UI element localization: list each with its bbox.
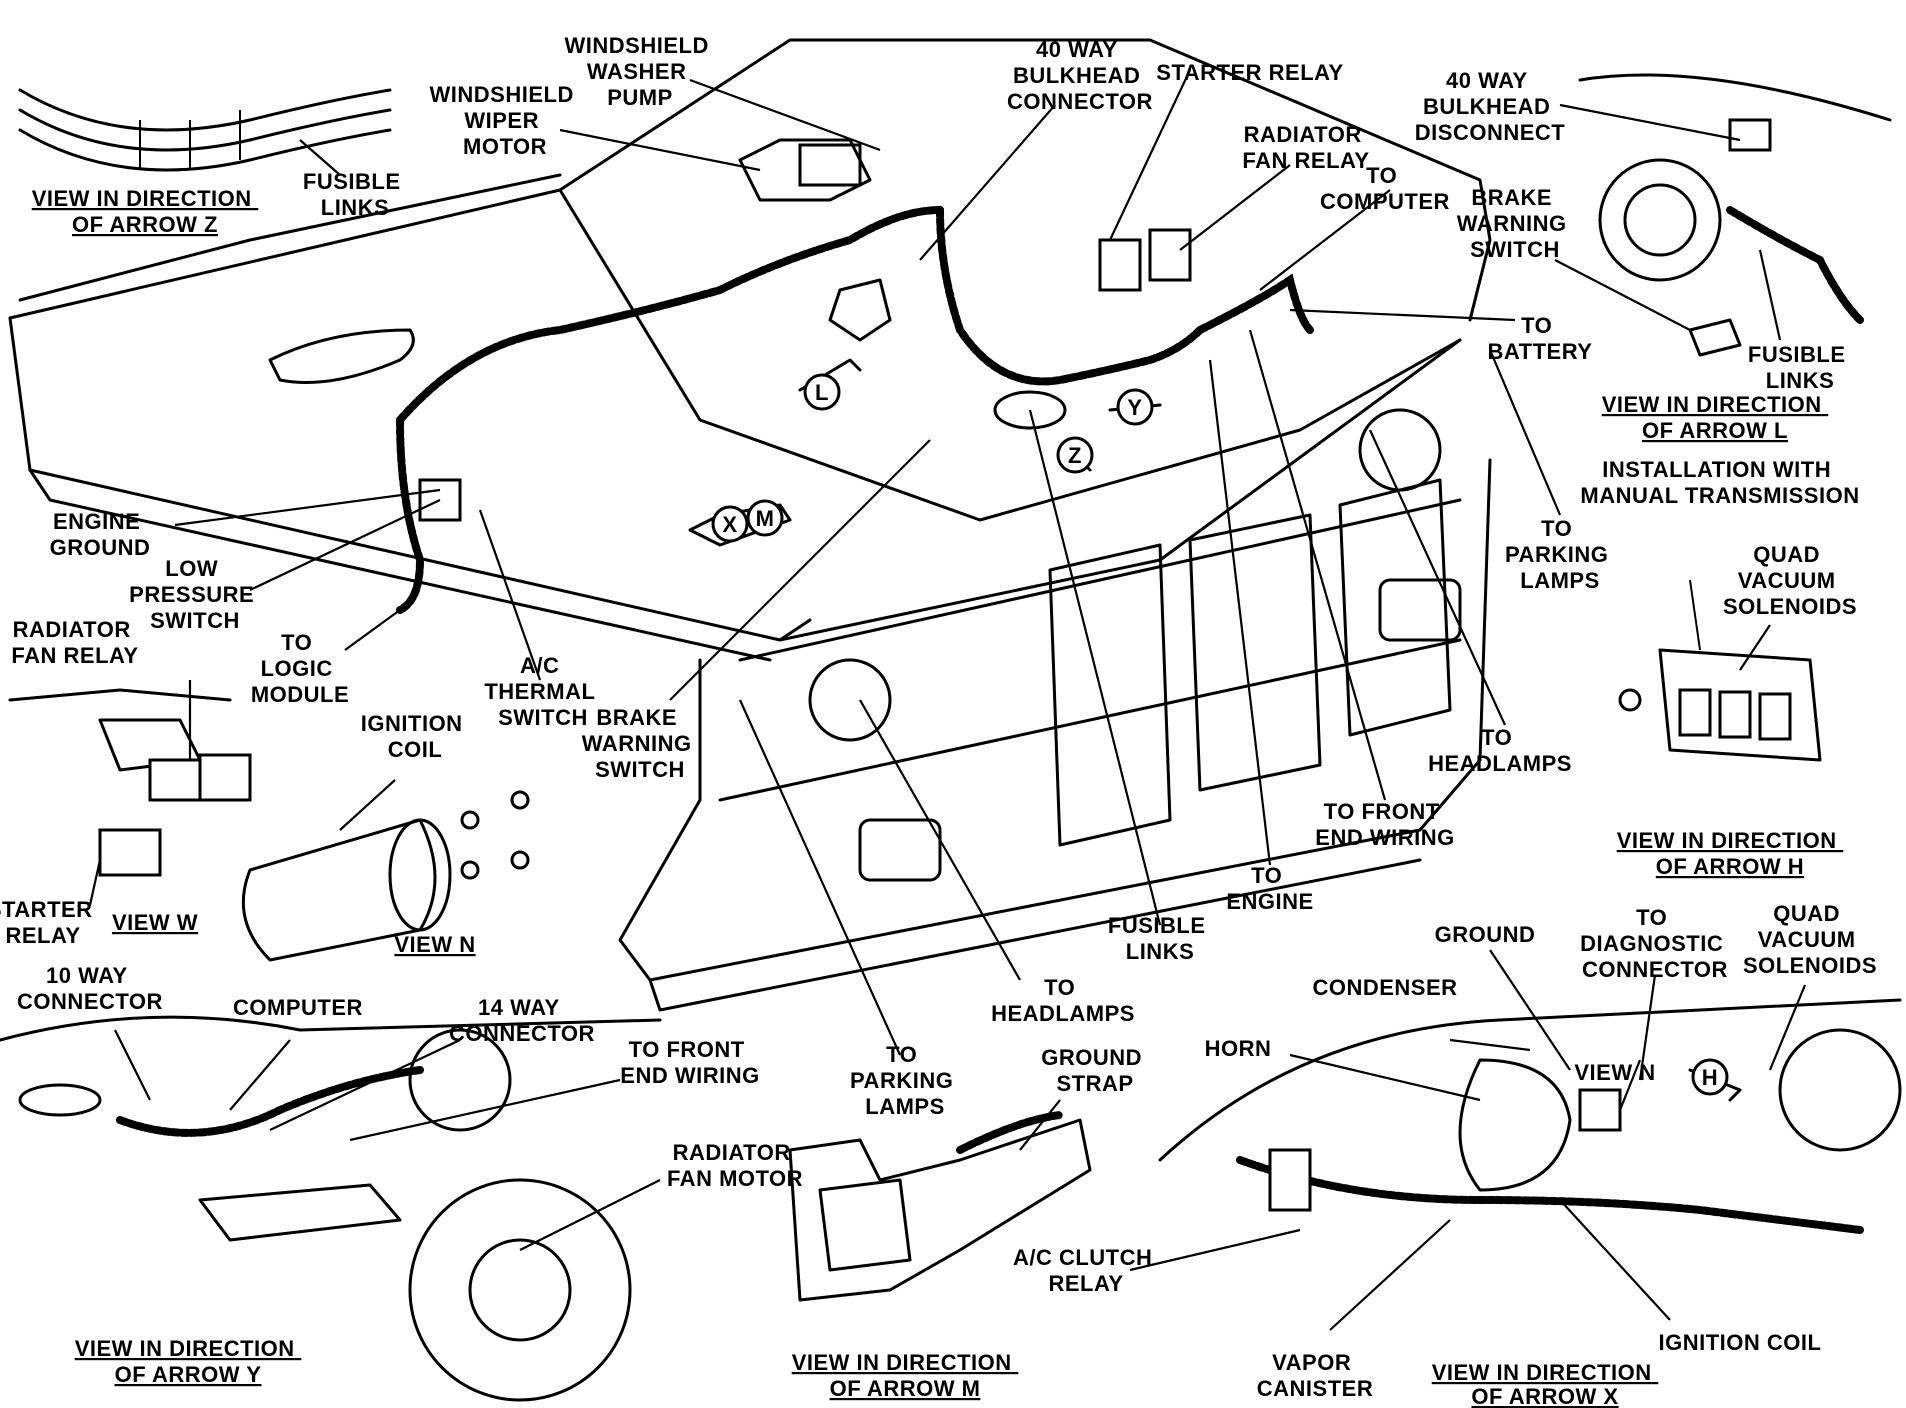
label-to-logic-module: TO LOGIC MODULE (251, 630, 349, 707)
arrow-marker-l: L (798, 358, 862, 411)
arrow-marker-letter: Y (1127, 395, 1142, 420)
label-view-n-bottom: VIEW N (1574, 1060, 1655, 1085)
label-windshield-washer-pump: WINDSHIELD WASHER PUMP (565, 33, 716, 110)
label-quad-vacuum-solenoids-bottom: QUAD VACUUM SOLENOIDS (1743, 901, 1877, 978)
inset-view-y (0, 1015, 662, 1402)
label-view-n: VIEW N (394, 932, 475, 957)
label-condenser: CONDENSER (1312, 975, 1457, 1000)
label-ignition-coil-left: IGNITION COIL (361, 711, 469, 762)
label-40-way-bulkhead-disconnect: 40 WAY BULKHEAD DISCONNECT (1415, 68, 1566, 145)
label-10-way-connector: 10 WAY CONNECTOR (17, 963, 163, 1014)
label-starter-relay-top: STARTER RELAY (1156, 60, 1343, 85)
label-to-headlamps-right: TO HEADLAMPS (1428, 725, 1572, 776)
arrow-marker-letter: H (1702, 1065, 1718, 1090)
inset-view-w (8, 688, 252, 877)
arrow-marker-letter: M (756, 506, 775, 531)
label-horn: HORN (1205, 1036, 1272, 1061)
label-computer: COMPUTER (233, 995, 363, 1020)
arrow-marker-h: H (1688, 1058, 1742, 1102)
label-engine-ground: ENGINE GROUND (50, 509, 151, 560)
arrow-marker-letter: L (815, 380, 829, 405)
label-installation-note: INSTALLATION WITH MANUAL TRANSMISSION (1580, 457, 1859, 508)
label-ground-strap: GROUND STRAP (1041, 1045, 1148, 1096)
label-to-parking-lamps-center: TO PARKING LAMPS (850, 1042, 960, 1119)
label-view-arrow-y: VIEW IN DIRECTION OF ARROW Y (75, 1336, 302, 1387)
label-fusible-links-right: FUSIBLE LINKS (1748, 342, 1852, 393)
inset-view-m (788, 1111, 1092, 1302)
inset-view-x (1158, 998, 1902, 1234)
label-to-computer: TO COMPUTER (1320, 163, 1450, 214)
label-view-arrow-z: VIEW IN DIRECTION OF ARROW Z (32, 186, 259, 237)
label-brake-warning-switch-center: BRAKE WARNING SWITCH (582, 705, 698, 782)
label-view-arrow-h: VIEW IN DIRECTION OF ARROW H (1617, 828, 1844, 879)
label-fusible-links-top-left: FUSIBLE LINKS (303, 169, 407, 220)
label-vapor-canister: VAPOR CANISTER (1257, 1350, 1373, 1401)
label-view-arrow-l: VIEW IN DIRECTION OF ARROW L (1602, 392, 1829, 443)
label-to-diagnostic-connector: TO DIAGNOSTIC CONNECTOR (1580, 905, 1730, 982)
arrow-marker-letter: X (722, 512, 737, 537)
label-low-pressure-switch: LOW PRESSURE SWITCH (129, 556, 261, 633)
inset-view-l (1578, 73, 1892, 357)
label-fusible-links-center: FUSIBLE LINKS (1108, 913, 1212, 964)
label-40-way-bulkhead-connector: 40 WAY BULKHEAD CONNECTOR (1007, 37, 1153, 114)
arrow-marker-z: Z (1056, 436, 1094, 474)
label-radiator-fan-relay-left: RADIATOR FAN RELAY (11, 617, 138, 668)
label-to-front-end-wiring-left: TO FRONT END WIRING (620, 1037, 759, 1088)
inset-view-n (241, 790, 530, 962)
label-ground: GROUND (1435, 922, 1536, 947)
label-radiator-fan-motor: RADIATOR FAN MOTOR (667, 1140, 803, 1191)
label-quad-vacuum-solenoids-right: QUAD VACUUM SOLENOIDS (1723, 542, 1857, 619)
arrow-marker-y: Y (1108, 388, 1162, 426)
label-view-arrow-m: VIEW IN DIRECTION OF ARROW M (792, 1350, 1019, 1401)
inset-view-h (1618, 579, 1822, 762)
label-to-battery: TO BATTERY (1488, 313, 1593, 364)
label-to-headlamps-center: TO HEADLAMPS (991, 975, 1135, 1026)
label-14-way-connector: 14 WAY CONNECTOR (449, 995, 595, 1046)
arrow-marker-letter: Z (1068, 443, 1082, 468)
label-view-arrow-x: VIEW IN DIRECTION OF ARROW X (1432, 1360, 1659, 1408)
label-radiator-fan-relay-top: RADIATOR FAN RELAY (1242, 122, 1369, 173)
label-to-engine: TO ENGINE (1226, 863, 1313, 914)
label-ac-clutch-relay: A/C CLUTCH RELAY (1013, 1245, 1159, 1296)
main-vehicle-illustration (8, 38, 1492, 1012)
label-view-w: VIEW W (112, 910, 198, 935)
label-windshield-wiper-motor: WINDSHIELD WIPER MOTOR (430, 82, 581, 159)
callout-labels: WINDSHIELD WASHER PUMP 40 WAY BULKHEAD C… (0, 33, 1877, 1408)
inset-view-z (18, 88, 392, 172)
label-brake-warning-switch-right: BRAKE WARNING SWITCH (1457, 185, 1573, 262)
leader-lines (88, 69, 1807, 1331)
label-to-parking-lamps-right: TO PARKING LAMPS (1505, 516, 1615, 593)
label-to-front-end-wiring-center: TO FRONT END WIRING (1315, 799, 1454, 850)
label-ignition-coil-bottom: IGNITION COIL (1659, 1330, 1822, 1355)
label-ac-thermal-switch: A/C THERMAL SWITCH (484, 653, 601, 730)
arrow-marker-xm: X M (688, 499, 792, 547)
label-starter-relay-left: STARTER RELAY (0, 897, 99, 948)
